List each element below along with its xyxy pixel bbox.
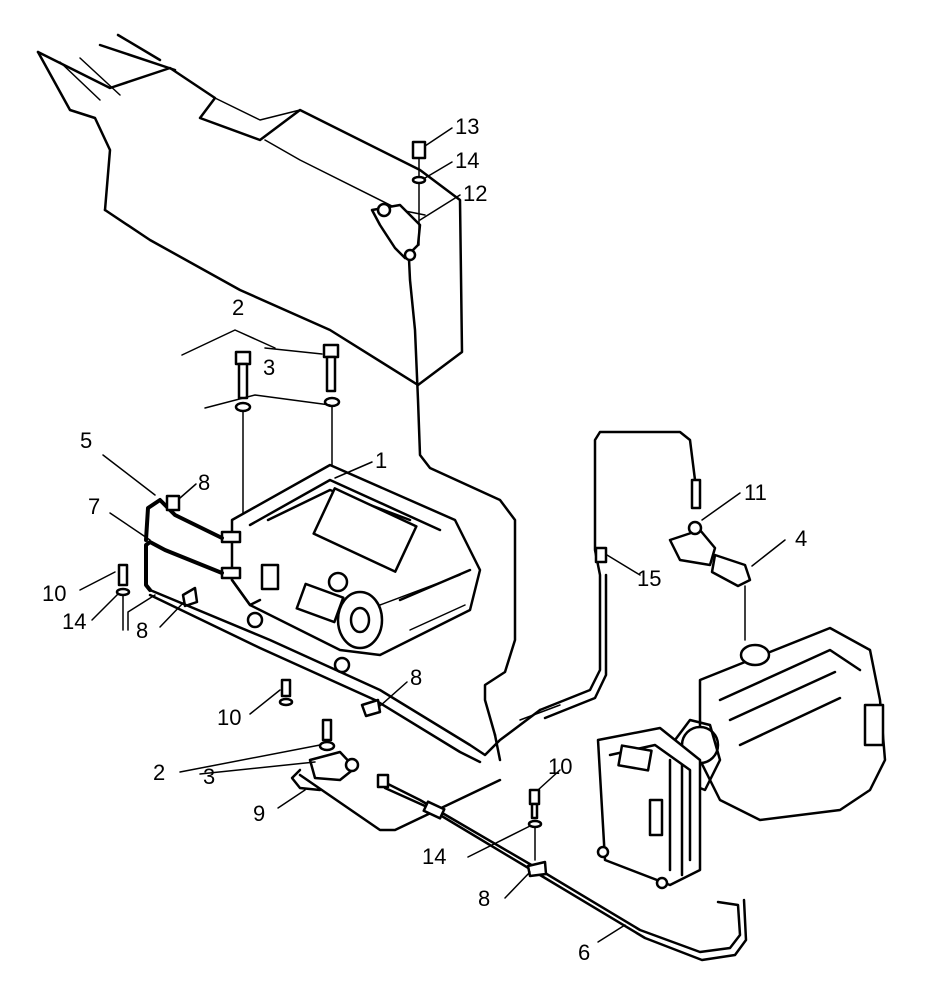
callout-8: 8 [198,470,211,495]
callout-12: 12 [463,181,488,206]
callout-4: 4 [795,526,808,551]
callout-3: 3 [263,355,276,380]
callout-5: 5 [80,428,93,453]
lower-bracket [290,718,502,832]
dashboard-panel [36,33,464,387]
radiator [596,726,702,890]
callout-1: 1 [375,448,388,473]
clamps-and-screws [115,563,548,878]
callout-10: 10 [217,705,242,730]
callout-2: 2 [153,760,166,785]
callout-2: 2 [232,295,245,320]
callout-14: 14 [62,609,87,634]
leader-lines [79,127,786,943]
callout-14: 14 [422,844,447,869]
callout-11: 11 [744,480,767,505]
heater-hoses-left [127,494,224,631]
callout-13: 13 [455,114,480,139]
water-valve [668,520,752,641]
callout-8: 8 [478,886,491,911]
callout-10: 10 [548,754,573,779]
engine-block [668,626,887,822]
callout-15: 15 [637,566,662,591]
callout-7: 7 [88,494,101,519]
mounting-bolts-upper [181,329,341,521]
upper-bracket [370,140,427,262]
callout-6: 6 [578,940,591,965]
lower-pipe [376,773,748,962]
control-cable-upper [406,236,517,762]
callout-8: 8 [136,618,149,643]
callout-14: 14 [455,148,480,173]
callout-3: 3 [203,764,216,789]
callout-10: 10 [42,581,67,606]
callout-9: 9 [253,801,266,826]
callout-8: 8 [410,665,423,690]
heater-unit [220,463,482,674]
